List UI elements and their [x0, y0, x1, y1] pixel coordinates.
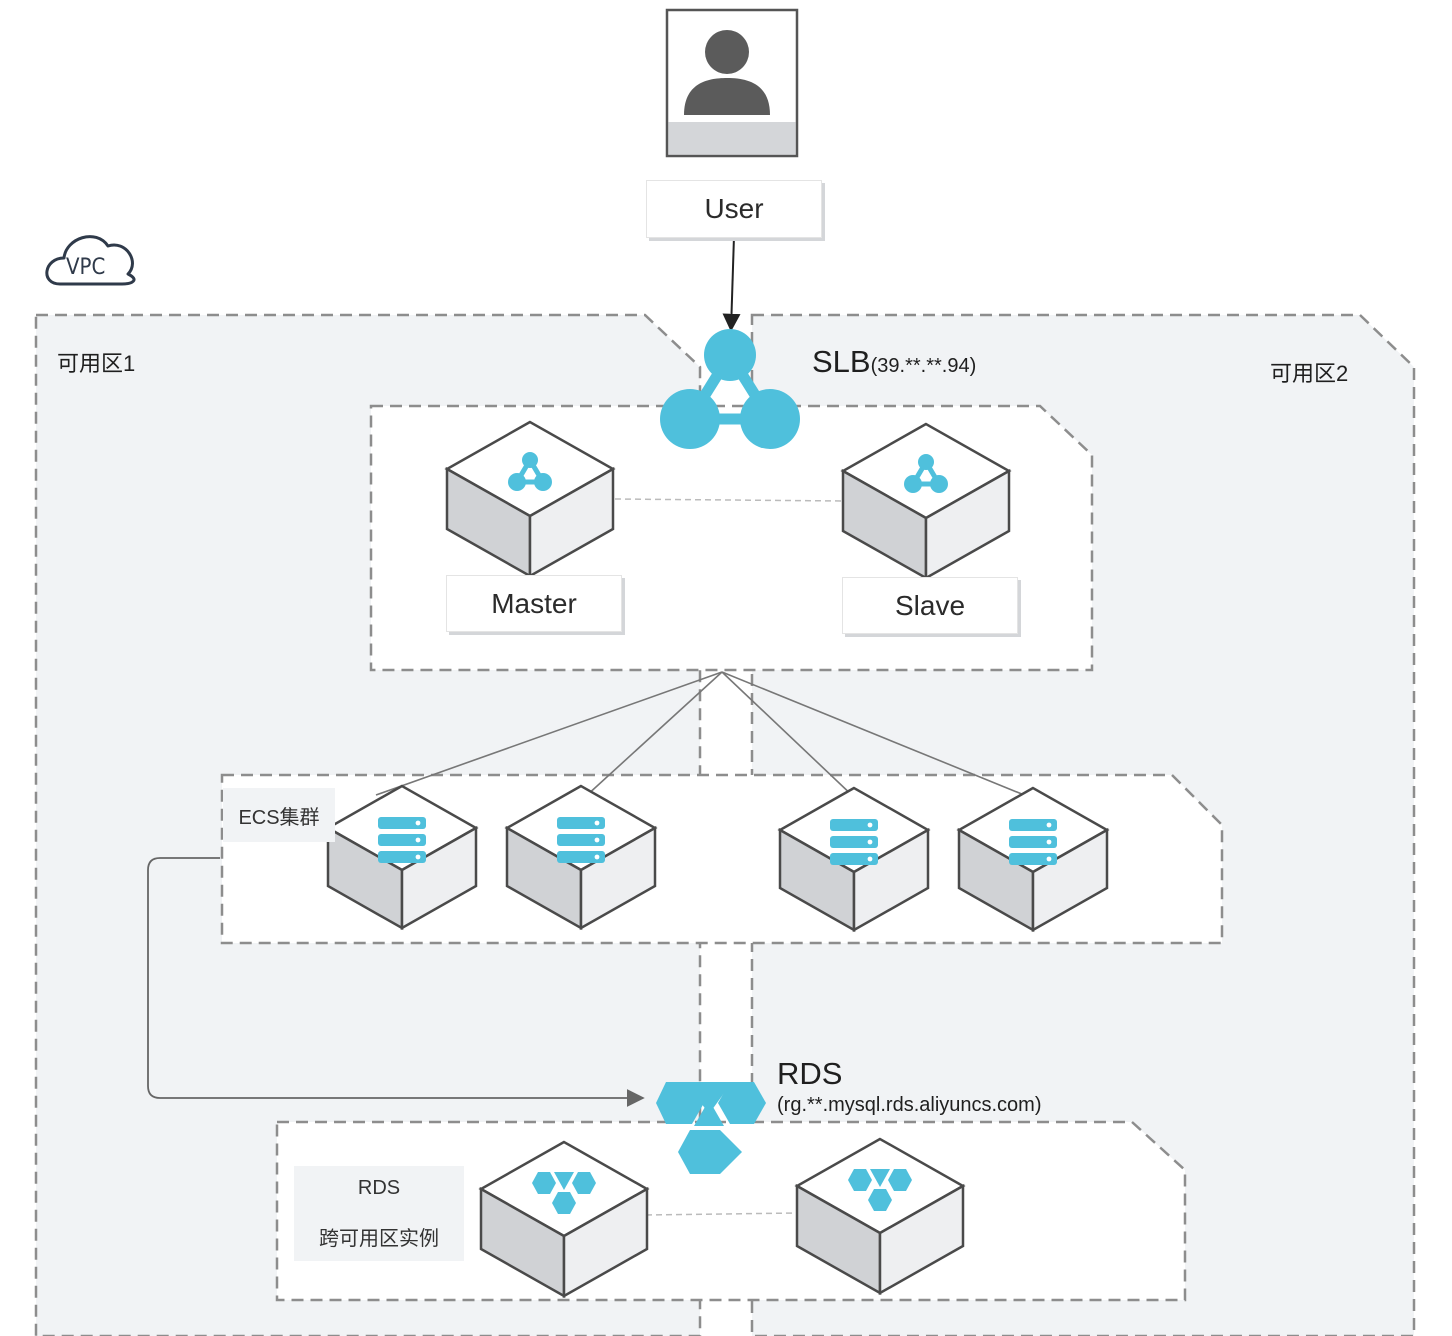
rds-group-label: RDS 跨可用区实例 — [294, 1166, 464, 1261]
rds-icon — [656, 1082, 766, 1174]
slb-ip: (39.**.**.94) — [870, 355, 977, 377]
vpc-label: VPC — [66, 255, 106, 280]
ecs-group-label: ECS集群 — [223, 788, 335, 842]
user-label: User — [646, 180, 822, 238]
master-label: Master — [446, 575, 622, 632]
rds-endpoint: (rg.**.mysql.rds.aliyuncs.com) — [777, 1094, 1042, 1116]
ecs-group-panel — [220, 773, 1224, 945]
zone-2-label: 可用区2 — [1270, 361, 1349, 386]
rds-group-label-line2: 跨可用区实例 — [319, 1227, 439, 1250]
user-avatar-icon — [665, 8, 799, 158]
user-to-slb-arrow — [722, 235, 741, 332]
rds-group-label-line1: RDS — [357, 1176, 401, 1199]
slb-name: SLB — [812, 344, 871, 379]
rds-name: RDS — [777, 1056, 843, 1091]
rds-instance-link — [645, 1212, 799, 1216]
slave-label: Slave — [842, 577, 1018, 634]
slb-to-ecs-connectors — [375, 671, 1035, 800]
slb-title: SLB(39.**.**.94) — [812, 344, 976, 380]
vpc-cloud-icon — [45, 235, 136, 286]
ecs-to-rds-connector — [147, 857, 645, 1107]
slb-icon — [660, 329, 800, 449]
master-slave-link — [614, 498, 844, 502]
zone-1-label: 可用区1 — [57, 351, 136, 376]
